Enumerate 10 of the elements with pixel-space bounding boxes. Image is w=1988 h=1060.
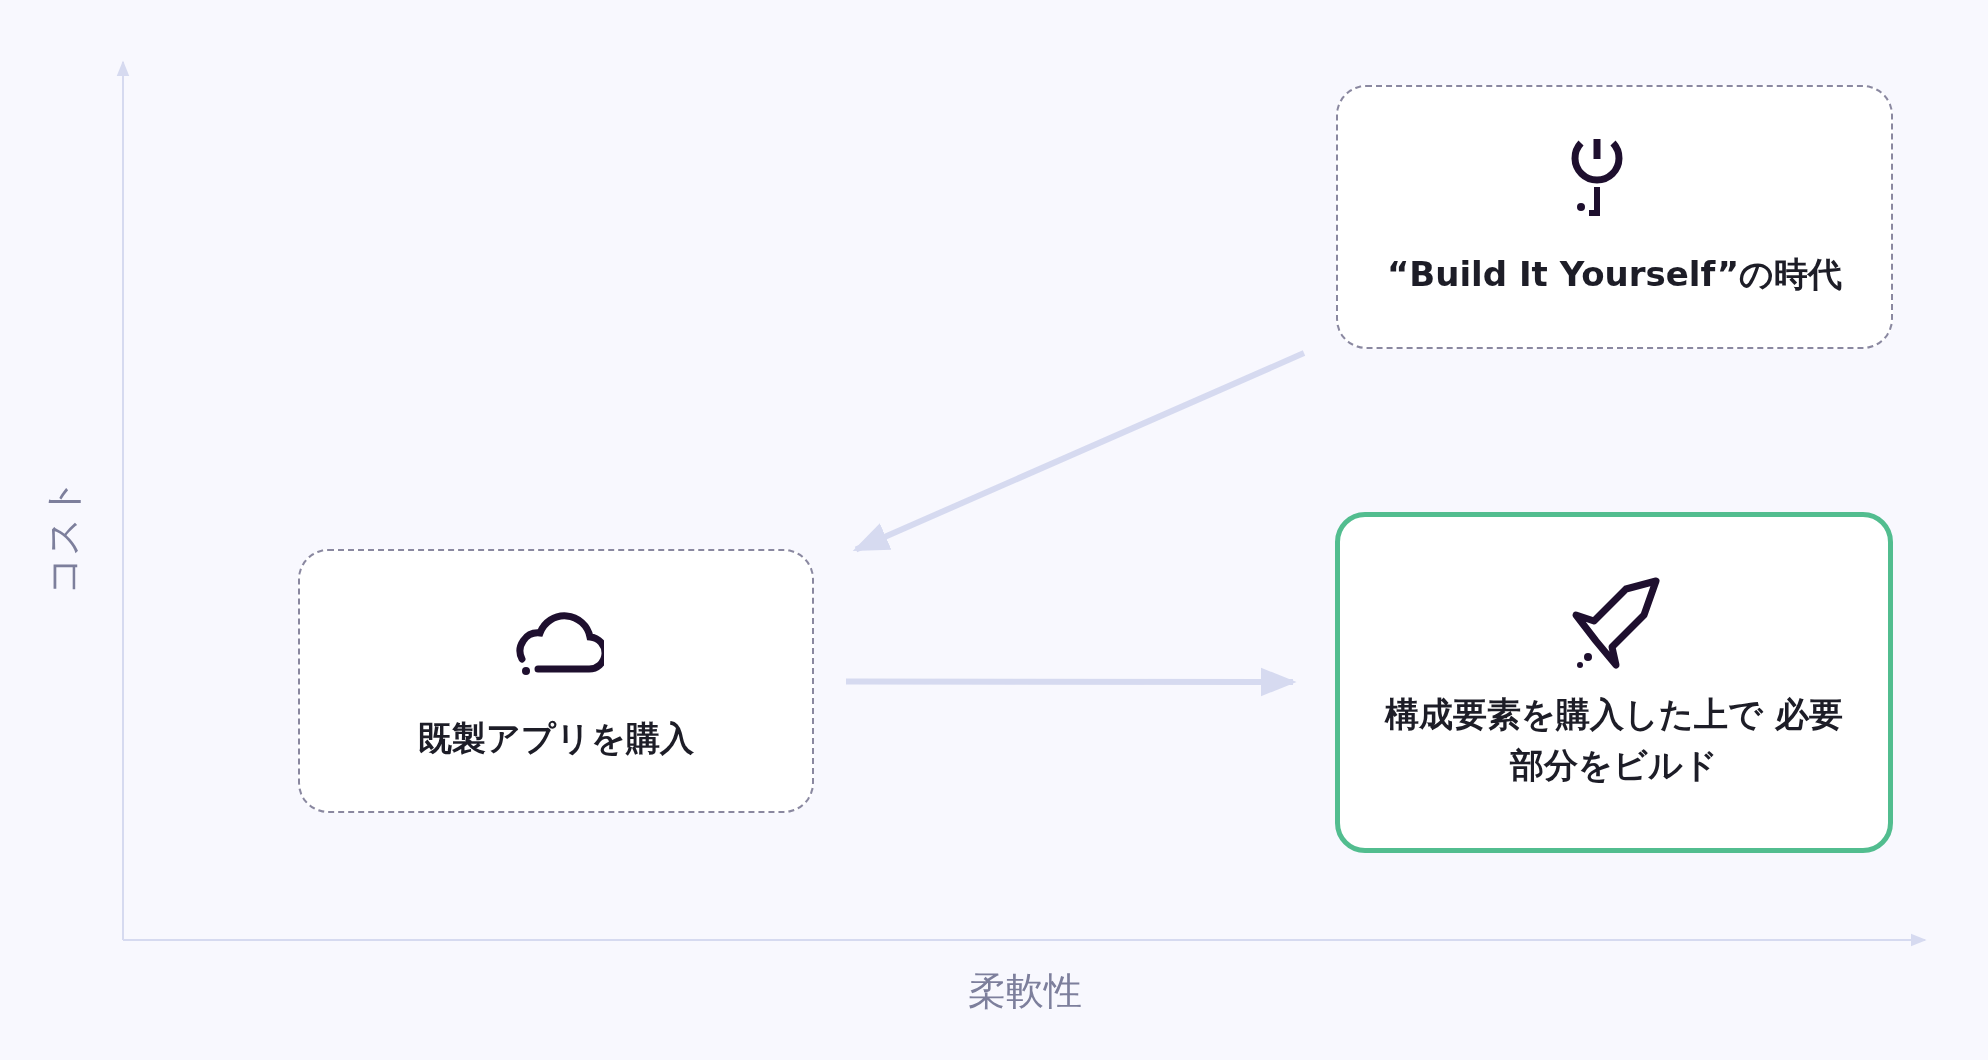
process-box: [298, 549, 814, 813]
axis-label: コスト: [39, 477, 86, 595]
arrow: [852, 350, 1306, 553]
process-box: [1336, 85, 1893, 349]
box-label: 構成要素を購入した上で 必要部分をビルド: [1383, 692, 1844, 787]
box-label: 既製アプリを購入: [418, 716, 694, 760]
box-label: “Build It Yourself”の時代: [1386, 252, 1842, 296]
axis-label: 柔軟性: [968, 967, 1082, 1015]
process-box: [1335, 512, 1893, 853]
arrow: [846, 667, 1297, 697]
